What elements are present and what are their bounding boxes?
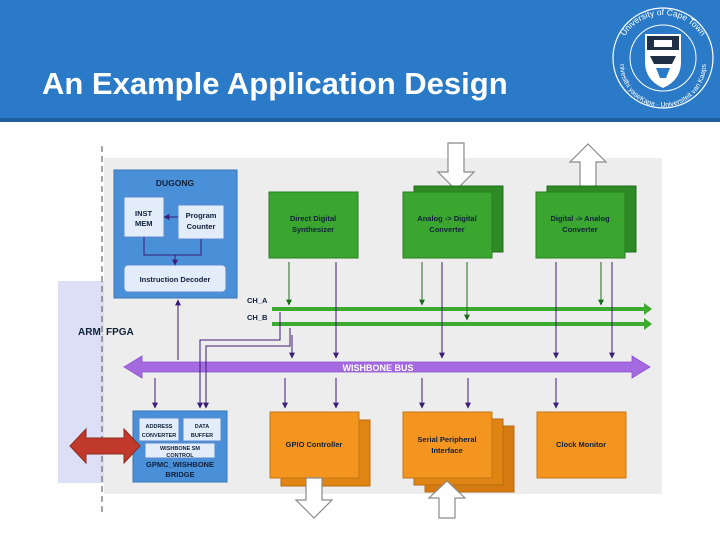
address-converter-line2: CONVERTER bbox=[142, 433, 177, 439]
ch-b-arrowhead bbox=[644, 318, 652, 330]
logo-ring bbox=[612, 7, 714, 109]
clock-monitor-label: Clock Monitor bbox=[556, 440, 606, 449]
ch-a-arrowhead bbox=[644, 303, 652, 315]
wishbone-bus-label: WISHBONE BUS bbox=[342, 363, 413, 373]
data-buffer-line1: DATA bbox=[195, 424, 209, 430]
adc-line1: Analog -> Digital bbox=[417, 214, 476, 223]
dugong-processor: DUGONG INST MEM Program Counter Instruct… bbox=[113, 169, 238, 299]
header-stripe bbox=[0, 118, 720, 122]
bridge-ch-link bbox=[197, 312, 281, 409]
arm-bridge-arrow bbox=[69, 427, 141, 465]
gpio-output-arrow bbox=[294, 477, 334, 519]
program-counter-line2: Counter bbox=[187, 222, 216, 231]
clock-monitor-block bbox=[536, 411, 627, 479]
university-logo: University of Cape Town iYunivesithi yas… bbox=[606, 0, 714, 109]
wishbone-controller-line2: CONTROL bbox=[166, 453, 194, 459]
wishbone-controller-line1: WISHBONE SM bbox=[160, 446, 200, 452]
program-counter-line1: Program bbox=[186, 211, 217, 220]
dac-block bbox=[535, 191, 626, 259]
dac-line2: Converter bbox=[562, 225, 598, 234]
spi-line1: Serial Peripheral bbox=[417, 435, 476, 444]
address-converter-line1: ADDRESS bbox=[146, 424, 173, 430]
gpmc-wishbone-bridge: ADDRESS CONVERTER DATA BUFFER WISHBONE S… bbox=[132, 410, 228, 483]
ch-a-label: CH_A bbox=[247, 296, 268, 305]
gpio-label: GPIO Controller bbox=[286, 440, 343, 449]
dds-line1: Direct Digital bbox=[290, 214, 336, 223]
bridge-ch-link-2 bbox=[203, 328, 291, 409]
output-arrow-dac bbox=[568, 143, 608, 189]
input-arrow-adc bbox=[436, 142, 476, 191]
spi-io-arrow bbox=[427, 480, 467, 519]
fpga-label: FPGA bbox=[106, 327, 134, 338]
slide-header bbox=[0, 0, 720, 118]
university-crest-icon bbox=[645, 34, 681, 88]
wishbone-controller-block bbox=[144, 442, 216, 459]
dds-line2: Synthesizer bbox=[292, 225, 334, 234]
wishbone-bus bbox=[123, 355, 651, 379]
data-buffer-line2: BUFFER bbox=[191, 433, 213, 439]
spi-block bbox=[402, 411, 493, 479]
address-converter-block bbox=[138, 417, 180, 442]
ch-b-label: CH_B bbox=[247, 313, 268, 322]
slide-title: An Example Application Design bbox=[42, 66, 508, 101]
instruction-decoder-label: Instruction Decoder bbox=[140, 275, 211, 284]
data-buffer-block bbox=[182, 417, 222, 442]
spi-line2: Interface bbox=[431, 446, 462, 455]
adc-block bbox=[402, 191, 493, 259]
bridge-title-line1: GPMC_WISHBONE bbox=[146, 460, 214, 469]
dac-line1: Digital -> Analog bbox=[550, 214, 610, 223]
gpio-block bbox=[269, 411, 360, 479]
logo-inner-ring bbox=[629, 24, 697, 92]
adc-line2: Converter bbox=[429, 225, 465, 234]
inst-mem-line2: MEM bbox=[135, 219, 153, 228]
dds-block bbox=[268, 191, 359, 259]
arm-label: ARM bbox=[78, 327, 101, 338]
dugong-title: DUGONG bbox=[156, 178, 195, 188]
decoder-feedback-link bbox=[143, 237, 202, 256]
bridge-title-line2: BRIDGE bbox=[165, 470, 194, 479]
inst-mem-line1: INST bbox=[135, 209, 153, 218]
